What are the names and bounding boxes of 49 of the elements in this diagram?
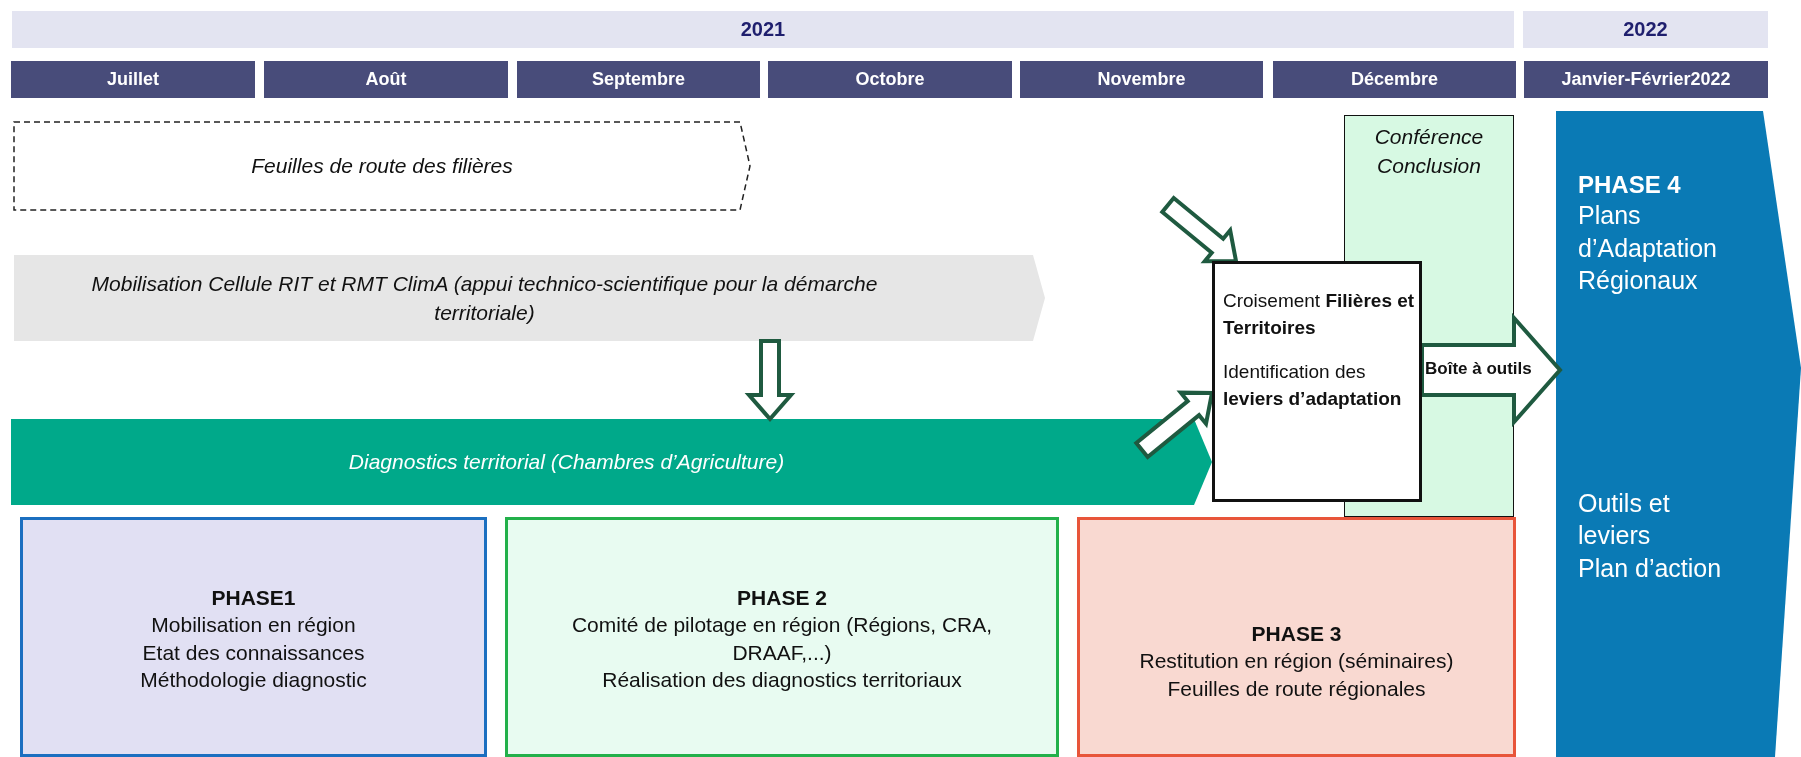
month-bar [1273,61,1516,98]
box-text: Croisement Filières et Territoires [1223,289,1415,340]
phase-text: Feuilles de route régionales [1166,675,1427,702]
month-label: Décembre [1350,69,1438,90]
phase-panel [505,517,1059,757]
year-label: 2022 [1623,18,1668,41]
block-arrow [1159,195,1239,264]
phase-text: Etat des connaissances [141,639,366,666]
phase-panel [1077,517,1516,757]
phase-heading: PHASE 3 [1250,621,1343,647]
month-label: Septembre [591,69,685,90]
year-header [12,11,1514,48]
phase-text: Outils et leviers [1578,487,1671,551]
dashed-arrow-band [14,122,750,210]
month-bar [1020,61,1263,98]
phase-text: Plan d’action [1578,552,1723,584]
month-label: Octobre [855,69,925,90]
phase-heading: PHASE 4 [1578,171,1682,199]
block-arrow [744,339,796,423]
arrow-band [11,419,1212,505]
phase-heading: PHASE 2 [736,585,828,611]
box-text: Identification des leviers d’adaptation [1223,360,1403,411]
column-label: Conférence Conclusion [1373,124,1485,180]
phase-text: Réalisation des diagnostics territoriaux [601,666,963,693]
phase-text: Mobilisation en région [150,612,357,639]
band-label: Feuilles de route des filières [251,154,513,178]
phase-text: Comité de pilotage en région (Régions, CRA, DRAAF,...) [570,612,994,666]
arrow-band [14,255,1045,341]
phase-heading: PHASE1 [210,585,297,611]
month-bar [768,61,1012,98]
band-label: Mobilisation Cellule RIT et RMT ClimA (appui technico-scientifique pour la démarche territoriale) [90,270,879,326]
phase-text: Méthodologie diagnostic [139,666,368,693]
phase-panel [20,517,487,757]
month-label: Janvier-Février2022 [1561,69,1731,90]
month-bar [1524,61,1768,98]
year-header [1523,11,1768,48]
month-label: Juillet [107,69,159,90]
month-bar [11,61,255,98]
phase-text: Plans d’Adaptation Régionaux [1578,200,1718,296]
month-bar [517,61,760,98]
phase-arrow-panel [1556,111,1801,757]
month-label: Novembre [1097,69,1186,90]
process-box [1212,261,1422,502]
phase-text: Restitution en région (séminaires) [1138,648,1455,675]
block-arrow [1133,390,1215,460]
band-label: Diagnostics territorial (Chambres d’Agriculture) [348,449,785,476]
year-label: 2021 [740,18,786,41]
month-bar [264,61,508,98]
month-label: Août [365,69,407,90]
